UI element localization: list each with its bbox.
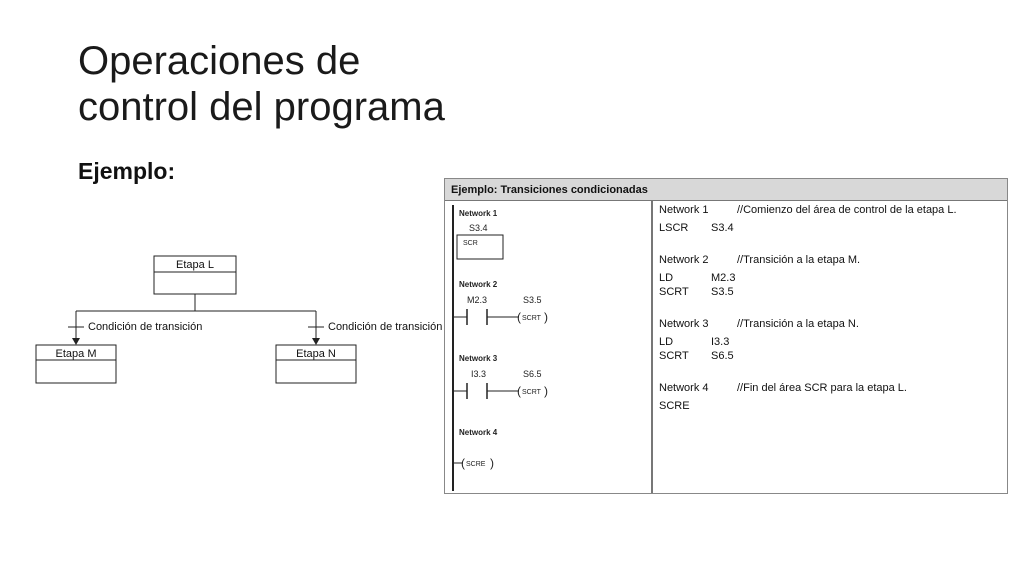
ladder-network-1: Network 1 <box>459 209 498 218</box>
stage-l-box <box>153 255 237 295</box>
stl-op: LD <box>659 336 674 348</box>
n1-contact-address: S3.4 <box>469 223 488 233</box>
ladder-network-3: Network 3 <box>459 354 498 363</box>
scr-box-label: SCR <box>463 240 478 247</box>
stage-n-box <box>275 344 357 384</box>
stl-arg: S3.5 <box>711 286 734 298</box>
left-arrow-icon <box>72 338 80 345</box>
stage-m-label: Etapa M <box>56 348 97 360</box>
stl-network-name: Network 4 <box>659 382 709 394</box>
n4-coil-icon: ( <box>461 456 465 470</box>
n2-contact-address: M2.3 <box>467 295 487 305</box>
stl-network-name: Network 3 <box>659 318 709 330</box>
left-transition-label: Condición de transición <box>88 321 202 333</box>
stage-diagram: Etapa L Condición de transición Condició… <box>35 255 442 384</box>
slide-title-line-2: control del programa <box>78 85 445 129</box>
n2-coil-address: S3.5 <box>523 295 542 305</box>
example-panel: Ejemplo: Transiciones condicionadas Netw… <box>444 178 1008 494</box>
stl-op: SCRT <box>659 350 689 362</box>
n3-coil-icon: ( <box>517 384 521 398</box>
svg-text:): ) <box>490 456 494 470</box>
n3-coil-label: SCRT <box>522 389 542 396</box>
stl-comment: //Transición a la etapa M. <box>737 254 861 266</box>
n3-coil-address: S6.5 <box>523 369 542 379</box>
stl-column: Network 1 //Comienzo del área de control … <box>653 201 1007 493</box>
svg-text:): ) <box>544 310 548 324</box>
stl-arg: M2.3 <box>711 272 736 284</box>
n2-coil-label: SCRT <box>522 315 542 322</box>
slide-title-line-1: Operaciones de <box>78 39 361 83</box>
stage-m-box <box>35 344 117 384</box>
scr-box <box>456 234 504 260</box>
stl-arg: I3.3 <box>711 336 730 348</box>
right-arrow-icon <box>312 338 320 345</box>
n4-coil-label: SCRE <box>466 461 486 468</box>
stl-arg: S3.4 <box>711 222 734 234</box>
stl-op: LSCR <box>659 222 689 234</box>
stl-op: LD <box>659 272 674 284</box>
slide-subtitle: Ejemplo: <box>78 158 176 184</box>
svg-text:): ) <box>544 384 548 398</box>
stl-comment: //Comienzo del área de control de la eta… <box>737 204 957 216</box>
stage-n-label: Etapa N <box>296 348 336 360</box>
slide-title: Operaciones de control del programa <box>78 38 445 130</box>
ladder-network-4: Network 4 <box>459 428 498 437</box>
stage-l-label: Etapa L <box>176 259 214 271</box>
right-transition-label: Condición de transición <box>328 321 442 333</box>
stl-comment: //Fin del área SCR para la etapa L. <box>737 382 907 394</box>
stl-op: SCRE <box>659 400 690 412</box>
stl-arg: S6.5 <box>711 350 734 362</box>
ladder-diagram: Network 1 S3.4 SCR Network 2 M2.3 S3.5 (… <box>452 205 548 491</box>
ladder-column: Network 1 S3.4 SCR Network 2 M2.3 S3.5 (… <box>445 201 653 493</box>
ladder-network-2: Network 2 <box>459 280 498 289</box>
stl-network-name: Network 2 <box>659 254 709 266</box>
stl-network-name: Network 1 <box>659 204 709 216</box>
panel-header: Ejemplo: Transiciones condicionadas <box>445 179 1007 201</box>
n3-contact-address: I3.3 <box>471 369 486 379</box>
stl-comment: //Transición a la etapa N. <box>737 318 859 330</box>
n2-coil-icon: ( <box>517 310 521 324</box>
stl-op: SCRT <box>659 286 689 298</box>
